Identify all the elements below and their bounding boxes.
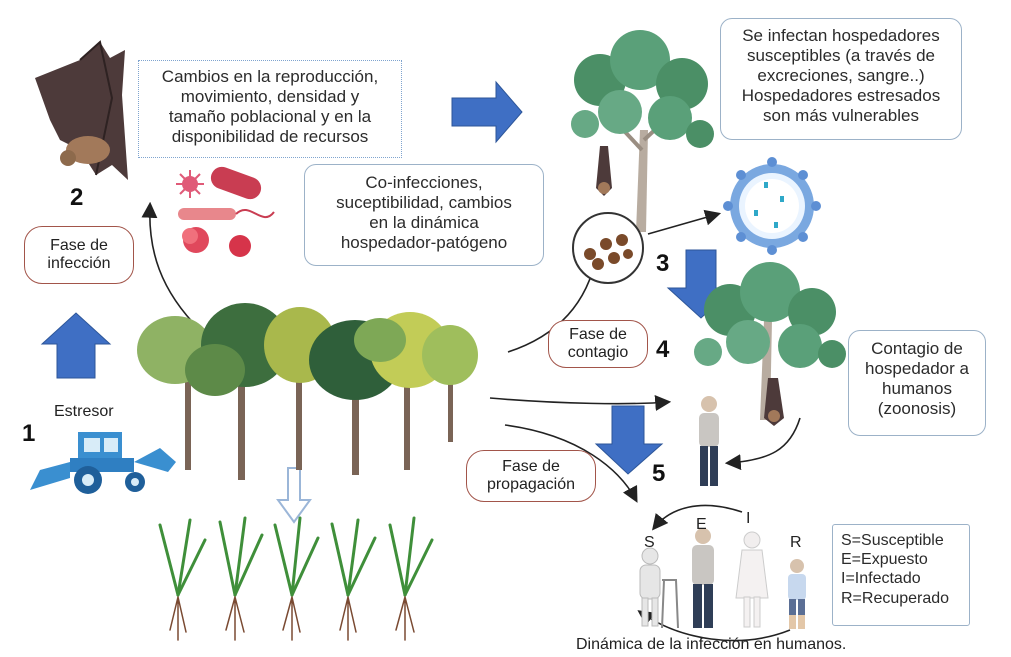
infected-hosts-line-3: excreciones, sangre..) [757,66,925,86]
blue-arrows [40,80,736,475]
infected-hosts-line-5: son más vulnerables [763,106,919,126]
sir-humans-illustration [639,528,806,629]
coinfection-line-4: hospedador-patógeno [340,233,508,253]
zoonosis-line-1: Contagio de [871,339,963,358]
bat-illustration [35,40,128,180]
infected-hosts-line-2: susceptibles (a través de [746,46,936,66]
zoonosis-box: Contagio de hospedador a humanos (zoonos… [848,330,986,436]
human-figure [699,396,719,486]
phase-propagation-pill: Fase de propagación [466,450,596,502]
phase-contagion-pill: Fase de contagio [548,320,648,368]
coinfection-line-2: suceptibilidad, cambios [336,193,512,213]
infection-dynamics-caption: Dinámica de la infección en humanos. [576,636,847,653]
stress-effects-box: Cambios en la reproducción, movimiento, … [138,60,402,158]
coinfection-line-3: en la dinámica [369,213,479,233]
sir-letter-i: I [746,510,751,527]
virus-illustration [723,157,821,255]
zoonosis-line-3: humanos [882,379,952,399]
infected-hosts-box: Se infectan hospedadores susceptibles (a… [720,18,962,140]
sir-legend-box: S=Susceptible E=Expuesto I=Infectado R=R… [832,524,970,626]
arrow-down-white [276,467,312,524]
forest-illustration [137,303,478,480]
tree-with-bat-middle [694,262,846,426]
stress-effects-line-3: tamaño poblacional y en la [168,107,372,127]
stress-effects-line-2: movimiento, densidad y [180,87,360,107]
pathogens-illustration [176,166,275,257]
grass-roots-illustration [158,516,434,641]
legend-exposed: E=Expuesto [841,551,928,569]
infected-hosts-line-1: Se infectan hospedadores [742,26,940,45]
sir-letter-e: E [696,516,707,533]
arrow-up-blue [40,312,112,379]
legend-recovered: R=Recuperado [841,589,950,607]
legend-susceptible: S=Susceptible [841,532,944,549]
phase-propagation-line-1: Fase de [502,457,560,475]
arrow-down-blue-5 [594,405,664,475]
phase-propagation-line-2: propagación [486,476,576,493]
zoonosis-line-2: hospedador a [865,359,969,379]
phase-contagion-line-2: contagio [567,344,629,361]
step-number-2: 2 [70,184,84,211]
step-number-1: 1 [22,420,36,447]
tree-with-bat-top [571,30,714,232]
droppings-circle [572,212,644,284]
infected-hosts-line-4: Hospedadores estresados [741,86,941,106]
phase-contagion-line-1: Fase de [569,325,627,343]
arrow-right-blue [451,80,523,144]
phase-infection-line-1: Fase de [50,236,108,254]
phase-infection-line-2: infección [47,255,111,272]
stressor-label: Estresor [54,403,114,420]
stress-effects-line-4: disponibilidad de recursos [171,127,369,147]
zoonosis-line-4: (zoonosis) [877,399,957,419]
coinfection-line-1: Co-infecciones, [365,173,483,192]
stress-effects-line-1: Cambios en la reproducción, [161,67,379,86]
tractor-illustration [30,432,176,494]
sir-letter-s: S [644,534,655,551]
step-number-4: 4 [656,336,670,363]
step-number-3: 3 [656,250,670,277]
legend-infected: I=Infectado [841,570,921,588]
step-number-5: 5 [652,460,666,487]
sir-letter-r: R [790,534,802,551]
coinfection-box: Co-infecciones, suceptibilidad, cambios … [304,164,544,266]
phase-infection-pill: Fase de infección [24,226,134,284]
